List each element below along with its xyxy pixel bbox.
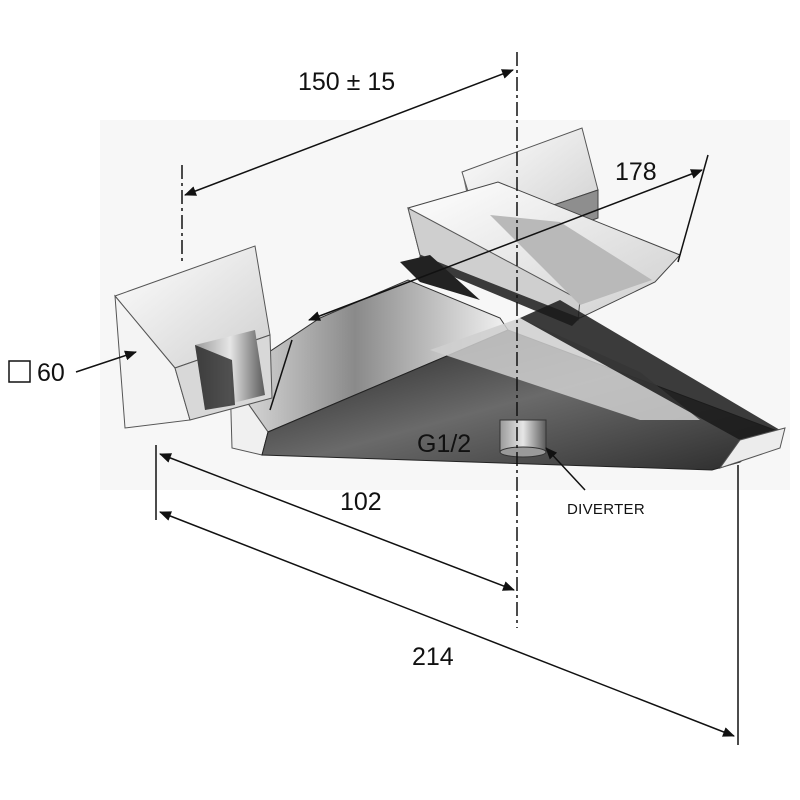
label-total-length: 214 bbox=[412, 643, 454, 671]
label-thread: G1/2 bbox=[417, 430, 471, 458]
dimension-line-projection-long bbox=[308, 169, 703, 321]
label-diverter: DIVERTER bbox=[567, 501, 645, 518]
diverter-pin bbox=[499, 419, 547, 458]
dimension-line-wall-centres bbox=[184, 69, 514, 196]
label-projection-long: 178 bbox=[615, 158, 657, 186]
label-projection-short: 102 bbox=[340, 488, 382, 516]
body-extension-line bbox=[269, 339, 293, 411]
square-symbol-icon bbox=[8, 360, 31, 383]
leader-square-size bbox=[75, 350, 137, 373]
leader-diverter bbox=[545, 447, 586, 491]
label-square-size: 60 bbox=[37, 359, 65, 387]
dimension-line-total-length bbox=[159, 511, 735, 737]
label-wall-centres: 150 ± 15 bbox=[298, 68, 395, 96]
left-wall-block bbox=[114, 245, 273, 429]
